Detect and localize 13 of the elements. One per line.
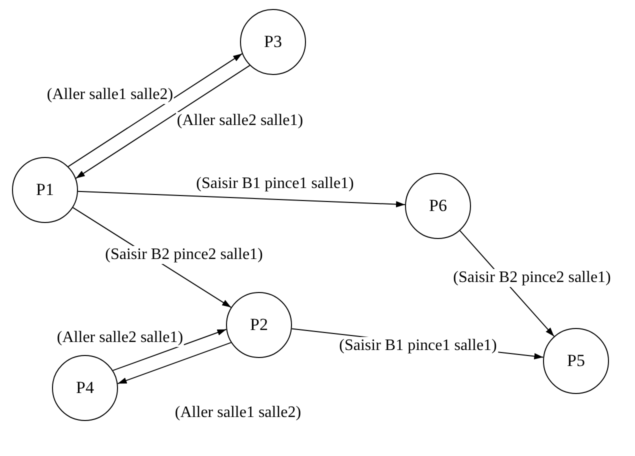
arrow (117, 342, 232, 384)
edge-label: (Saisir B2 pince2 salle1) (452, 269, 612, 287)
edge-label: (Saisir B2 pince2 salle1) (104, 246, 264, 264)
edge-label: (Aller salle2 salle1) (56, 329, 184, 347)
edge-label: (Saisir B1 pince1 salle1) (338, 337, 498, 355)
arrow (77, 190, 406, 208)
arrow (75, 64, 250, 179)
arrow (68, 53, 243, 168)
edge-label: (Aller salle1 salle2) (174, 404, 302, 422)
edge-label: (Aller salle1 salle2) (46, 86, 174, 104)
edge-label: (Saisir B1 pince1 salle1) (195, 175, 355, 193)
arrow (112, 328, 227, 371)
edge-label: (Aller salle2 salle1) (176, 112, 304, 130)
